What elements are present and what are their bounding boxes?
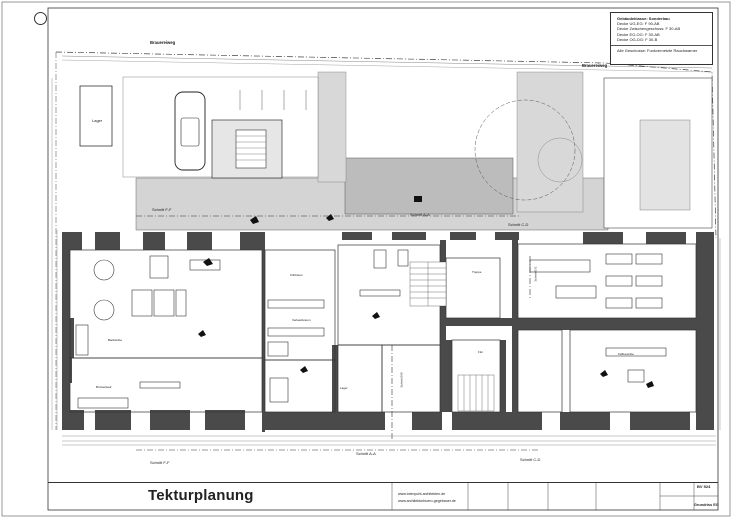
legend-line: Decke OG-DG: F 30-B [617, 36, 658, 42]
section-label: Schnitt F-F [150, 460, 170, 465]
section-label: Schnitt E-E [533, 266, 538, 282]
street-label: Brauereiweg [150, 40, 176, 45]
legend-line: Decke EG-OG: F 30-AB [617, 31, 660, 37]
interior-stair [409, 261, 447, 307]
section-label: Schnitt A-A [356, 451, 376, 456]
sales-counter [267, 249, 409, 403]
courtyard-gray-right [516, 71, 584, 213]
street-label: Brauereiweg [582, 63, 608, 68]
room-label: Treppe [472, 270, 482, 274]
section-lines [136, 215, 540, 451]
plan-title: Tekturplanung [148, 487, 254, 504]
legend-heading: Gebäudeklasse: Sonderbau [617, 16, 670, 21]
section-label: Schnitt F-F [152, 207, 172, 212]
fire-symbols [198, 196, 654, 388]
room-label: Flur [478, 350, 484, 354]
courtyard-gray-mid [317, 71, 347, 183]
legend-line: Decke UG-EG: F 90-AB [617, 21, 660, 27]
north-arrow-icon [34, 12, 47, 25]
room-label: Brotverkauf [96, 385, 112, 389]
interior-stair-2 [457, 374, 495, 412]
bakery-equipment [75, 255, 221, 409]
room-label: Verkaufsraum [292, 318, 311, 322]
legend-note: Alle Geschosse: Funkvernetzte Rauchwarne… [611, 45, 712, 53]
section-label: Schnitt A-A [410, 212, 430, 217]
room-label: Lager [92, 118, 103, 123]
building-walls [62, 232, 714, 432]
car [174, 91, 206, 171]
plan-name: Grundriss EG [694, 503, 719, 507]
title-block [48, 482, 718, 511]
property-line [55, 51, 717, 239]
website-link[interactable]: www.architekturbuero-gegebauer.de [398, 499, 456, 503]
legend-box: Gebäudeklasse: Sonderbau Decke UG-EG: F … [610, 12, 713, 65]
garage [79, 85, 113, 147]
website-link[interactable]: www.totenpohl-architekten.de [398, 492, 446, 496]
ramp-area [344, 157, 514, 215]
turning-circle [474, 99, 576, 201]
sheet-number: BV 524 [697, 484, 711, 489]
room-label: Backstube [108, 338, 123, 342]
section-label: Schnitt C-D [508, 222, 529, 227]
room-label: Kühlraum [290, 273, 303, 277]
section-label: Schnitt C-D [520, 457, 541, 462]
drawing-frame [47, 7, 719, 511]
room-label: Kaffeestube [618, 352, 634, 356]
cafe-tables [529, 253, 667, 383]
section-label: Schnitt B-B [399, 372, 404, 388]
room-label: Lager [340, 386, 348, 390]
legend-line: Decke Zwischengeschoss: F 30-AB [617, 26, 681, 32]
